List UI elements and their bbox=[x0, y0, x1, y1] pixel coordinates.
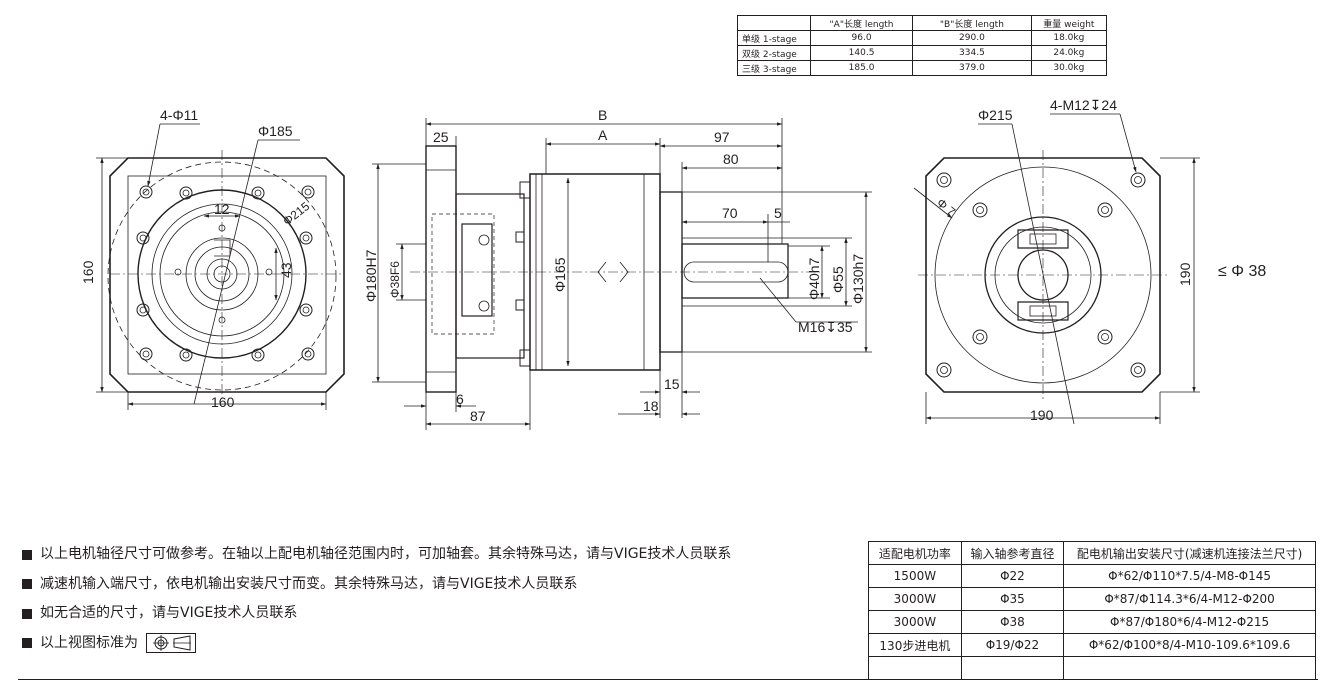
side-dim-B: B bbox=[598, 107, 607, 123]
table-cell: Φ*62/Φ100*8/4-M10-109.6*109.6 bbox=[1063, 633, 1316, 657]
bullet-icon bbox=[22, 638, 32, 649]
note-item: 以上视图标准为 bbox=[22, 629, 731, 659]
notes-list: 以上电机轴径尺寸可做参考。在轴以上配电机轴径范围内时，可加轴套。其余特殊马达，请… bbox=[22, 540, 731, 658]
side-dim-15: 15 bbox=[664, 376, 680, 392]
rear-phi215: Φ215 bbox=[978, 107, 1013, 123]
table-cell: Φ*87/Φ180*6/4-M12-Φ215 bbox=[1063, 610, 1316, 634]
side-dim-5: 5 bbox=[774, 205, 782, 221]
side-view: B A 25 97 80 70 5 Φ180H7 Φ38F6 Φ165 Φ40h… bbox=[363, 107, 872, 430]
rear-view: 190 190 ≤ Φ 38 Φ215 4-M12↧24 Φ 7 bbox=[913, 97, 1266, 425]
table-cell: Φ*87/Φ114.3*6/4-M12-Φ200 bbox=[1063, 587, 1316, 611]
table-cell: 3000W bbox=[868, 587, 962, 611]
side-dim-25: 25 bbox=[433, 129, 449, 145]
table-header-cell: 配电机输出安装尺寸(减速机连接法兰尺寸) bbox=[1063, 541, 1316, 565]
table-cell: 130步进电机 bbox=[868, 633, 962, 657]
side-dim-18: 18 bbox=[643, 398, 659, 414]
table-cell: Φ*62/Φ110*7.5/4-M8-Φ145 bbox=[1063, 564, 1316, 588]
rear-max-bore: ≤ Φ 38 bbox=[1218, 263, 1266, 280]
side-thread: M16↧35 bbox=[798, 319, 853, 335]
front-bolt-holes bbox=[136, 185, 315, 362]
gearbox-technical-drawing: 12 43 160 160 4-Φ11 Φ185 Φ215 bbox=[80, 97, 1266, 430]
bullet-icon bbox=[22, 549, 32, 560]
table-cell: 30.0kg bbox=[1030, 60, 1108, 76]
table-header-row: 适配电机功率输入轴参考直径配电机输出安装尺寸(减速机连接法兰尺寸) bbox=[868, 541, 1316, 565]
rear-bolt-holes bbox=[936, 172, 1146, 378]
side-phi180: Φ180H7 bbox=[363, 249, 379, 302]
table-cell bbox=[868, 656, 962, 680]
side-phi40: Φ40h7 bbox=[806, 257, 822, 300]
projection-symbol-icon bbox=[146, 633, 196, 654]
bottom-rule bbox=[18, 679, 1318, 680]
side-dim-80: 80 bbox=[723, 151, 739, 167]
rear-thread: 4-M12↧24 bbox=[1050, 97, 1117, 113]
front-view: 12 43 160 160 4-Φ11 Φ185 Φ215 bbox=[80, 107, 345, 410]
front-pcd-label: Φ185 bbox=[258, 123, 293, 139]
table-row bbox=[868, 656, 1316, 680]
table-cell: Φ38 bbox=[960, 610, 1065, 634]
note-item: 如无合适的尺寸，请与VIGE技术人员联系 bbox=[22, 599, 731, 629]
table-header-cell: 输入轴参考直径 bbox=[960, 541, 1065, 565]
table-cell bbox=[960, 656, 1065, 680]
table-cell: 1500W bbox=[868, 564, 962, 588]
note-item: 以上电机轴径尺寸可做参考。在轴以上配电机轴径范围内时，可加轴套。其余特殊马达，请… bbox=[22, 540, 731, 570]
front-height-160: 160 bbox=[80, 260, 96, 284]
front-pcd2-label: Φ215 bbox=[280, 199, 312, 228]
rear-height-190: 190 bbox=[1177, 262, 1193, 286]
side-dim-A: A bbox=[598, 127, 608, 143]
side-phi130: Φ130h7 bbox=[850, 254, 866, 304]
front-dim-43: 43 bbox=[278, 262, 294, 278]
note-item: 减速机输入端尺寸，依电机输出安装尺寸而变。其余特殊马达，请与VIGE技术人员联系 bbox=[22, 570, 731, 600]
side-dim-70: 70 bbox=[722, 205, 738, 221]
front-width-160: 160 bbox=[211, 394, 235, 410]
table-cell: 3000W bbox=[868, 610, 962, 634]
table-header-cell: 适配电机功率 bbox=[868, 541, 962, 565]
table-cell: Φ19/Φ22 bbox=[960, 633, 1065, 657]
table-cell: Φ22 bbox=[960, 564, 1065, 588]
side-dim-97: 97 bbox=[714, 129, 730, 145]
table-cell: Φ35 bbox=[960, 587, 1065, 611]
table-cell bbox=[1063, 656, 1316, 680]
table-cell: 三级 3-stage bbox=[737, 60, 811, 76]
side-dim-87: 87 bbox=[470, 408, 486, 424]
rear-width-190: 190 bbox=[1030, 407, 1054, 423]
front-dim-12: 12 bbox=[214, 201, 230, 217]
bullet-icon bbox=[22, 608, 32, 619]
bullet-icon bbox=[22, 579, 32, 590]
rear-phi7: Φ 7 bbox=[934, 196, 958, 220]
side-phi165: Φ165 bbox=[552, 257, 568, 292]
table-cell: 185.0 bbox=[809, 60, 914, 76]
side-dim-6: 6 bbox=[456, 391, 464, 407]
side-phi55: Φ55 bbox=[830, 266, 846, 293]
front-holes-label: 4-Φ11 bbox=[160, 107, 198, 123]
side-phi38: Φ38F6 bbox=[388, 261, 402, 298]
